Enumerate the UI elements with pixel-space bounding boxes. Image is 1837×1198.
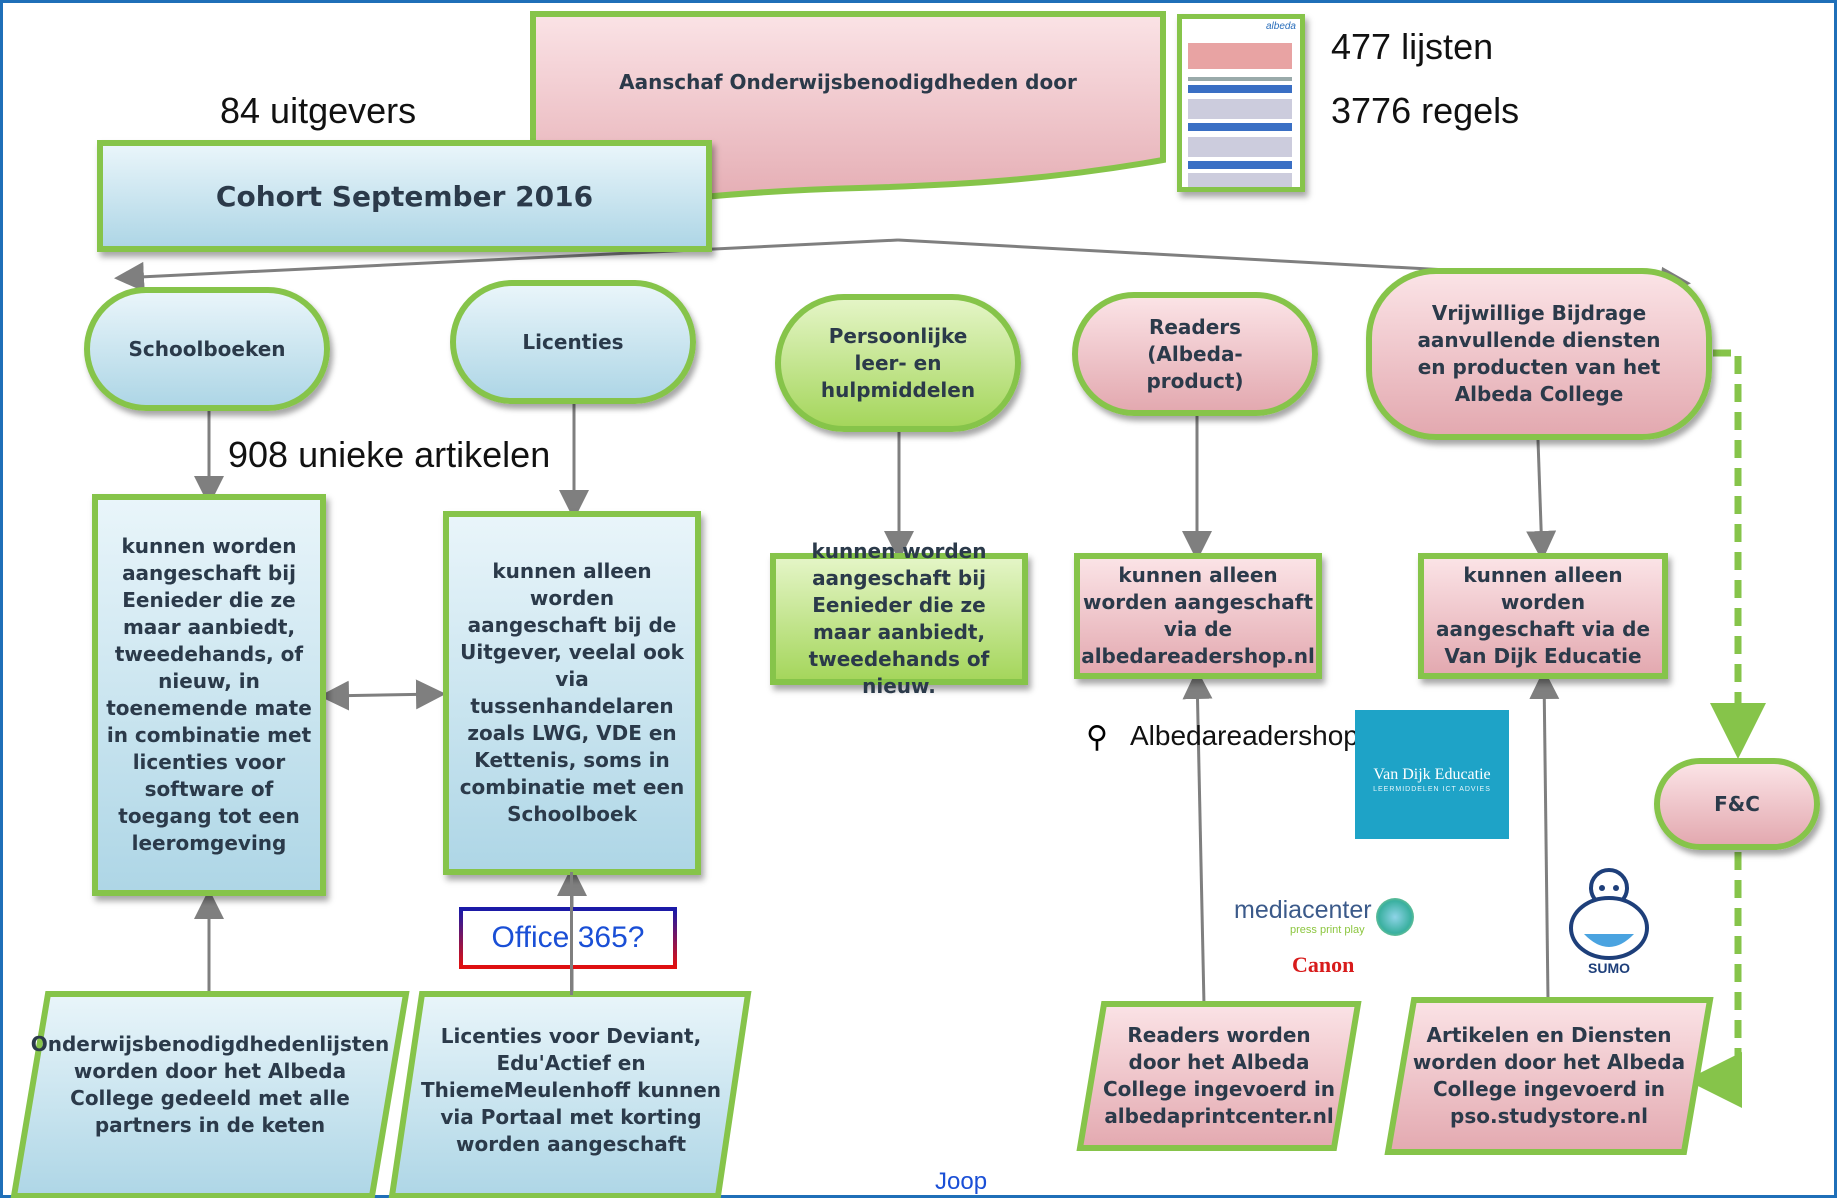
arrow-bidirectional [319, 679, 446, 711]
arrow-artikelen-up [1529, 669, 1560, 1001]
category-fc: F&C [1654, 758, 1820, 850]
lines-count: 3776 regels [1331, 90, 1520, 131]
detail-vrijwillig: kunnen alleen worden aangeschaft via de … [1418, 553, 1668, 679]
thumb-row [1188, 99, 1292, 119]
albedareadershop-logo: ⚲ Albedareadershop [1086, 716, 1359, 760]
source-artikelen-text: Artikelen en Diensten worden door het Al… [1412, 1023, 1686, 1128]
mediacenter-label: mediacenter [1234, 896, 1372, 924]
category-readers: Readers (Albeda-product) [1072, 292, 1318, 416]
vandijk-label: Van Dijk Educatie [1373, 766, 1491, 783]
mediacenter-icon [1376, 898, 1414, 936]
category-schoolboeken: Schoolboeken [84, 287, 330, 411]
document-thumbnail: albeda [1177, 14, 1305, 192]
thumb-row [1188, 85, 1292, 93]
sumo-label: SUMO [1588, 960, 1630, 976]
sumo-icon [1569, 868, 1649, 960]
dashed-fc-path [1710, 349, 1766, 759]
source-readers-shape [1076, 1001, 1362, 1151]
thumb-row [1188, 77, 1292, 81]
office-365-box: Office 365? [459, 907, 677, 969]
source-licenties: Licenties voor Deviant, Edu'Actief en Th… [388, 990, 752, 1198]
cohort-box: Cohort September 2016 [97, 140, 712, 252]
category-persoonlijk: Persoonlijke leer- en hulpmiddelen [775, 294, 1021, 432]
thumb-row [1188, 137, 1292, 157]
source-lijsten-text: Onderwijsbenodigdhedenlijsten worden doo… [30, 1032, 390, 1137]
vandijk-tagline: LEERMIDDELEN ICT ADVIES [1373, 786, 1491, 793]
category-vrijwillig: Vrijwillige Bijdrage aanvullende dienste… [1366, 268, 1712, 440]
albeda-thumb-logo: albeda [1265, 21, 1296, 32]
detail-licenties: kunnen alleen worden aangeschaft bij de … [443, 511, 701, 875]
thumb-row [1188, 123, 1292, 131]
detail-persoonlijk: kunnen worden aangeschaft bij Eenieder d… [770, 539, 1028, 698]
detail-readers: kunnen alleen worden aangeschaft via de … [1074, 553, 1322, 679]
albeda-figure-icon: ⚲ [1086, 721, 1108, 754]
unique-articles-count: 908 unieke artikelen [228, 434, 551, 475]
category-licenties: Licenties [450, 280, 696, 404]
branch-line [114, 238, 899, 292]
title-box-text: Aanschaf Onderwijsbenodigdheden door [619, 70, 1077, 94]
source-lijsten: Onderwijsbenodigdhedenlijsten worden doo… [10, 990, 410, 1198]
vandijk-logo: Van Dijk Educatie LEERMIDDELEN ICT ADVIE… [1355, 710, 1509, 839]
source-licenties-shape [388, 991, 752, 1198]
mediacenter-sub: press print play [1290, 924, 1365, 936]
arrow-vrijwillig [1526, 439, 1557, 561]
thumb-row [1188, 43, 1292, 69]
mediacenter-logo: mediacenter press print play [1230, 896, 1420, 942]
source-artikelen-shape [1384, 997, 1714, 1155]
source-readers-text: Readers worden door het Albeda College i… [1102, 1023, 1336, 1128]
canon-logo: Canon [1292, 952, 1355, 977]
source-lijsten-shape [10, 991, 410, 1198]
dashed-fc-down [1686, 852, 1742, 1108]
source-licenties-text: Licenties voor Deviant, Edu'Actief en Th… [420, 1023, 722, 1156]
albedareadershop-label: Albedareadershop [1130, 720, 1359, 751]
sumo-logo: SUMO [1564, 862, 1654, 982]
source-artikelen: Artikelen en Diensten worden door het Al… [1384, 996, 1714, 1156]
source-readers: Readers worden door het Albeda College i… [1076, 1000, 1362, 1152]
thumb-row [1188, 161, 1292, 169]
publishers-count: 84 uitgevers [220, 90, 417, 131]
thumb-row [1188, 173, 1292, 187]
footer-author: Joop [935, 1168, 988, 1195]
arrow-readers-up [1182, 669, 1213, 1006]
office-connector [570, 872, 573, 995]
detail-schoolboeken: kunnen worden aangeschaft bij Eenieder d… [92, 494, 326, 896]
lists-count: 477 lijsten [1331, 26, 1494, 67]
